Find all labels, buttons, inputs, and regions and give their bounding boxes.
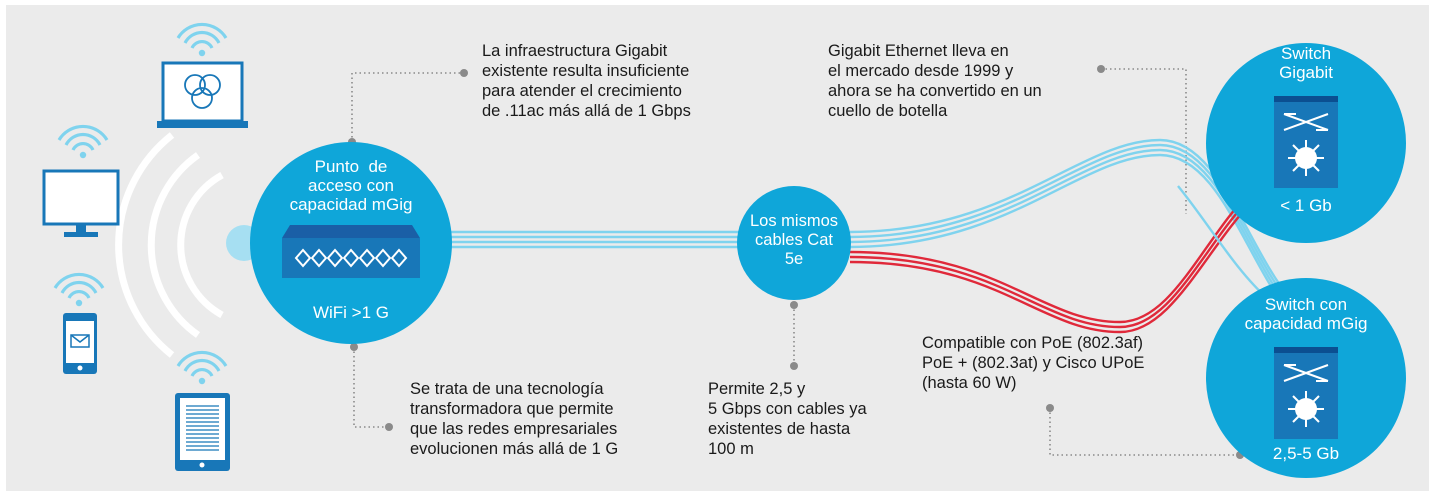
switch-mgig-speed: 2,5-5 Gb	[1272, 444, 1340, 463]
leader-lines	[351, 68, 1240, 456]
wireless-waves	[115, 132, 224, 358]
monitor-icon	[42, 169, 120, 237]
switch-mgig-title: Switch con capacidad mGig	[1244, 295, 1368, 333]
switch-icon	[1274, 96, 1338, 188]
wifi-icon	[57, 124, 109, 160]
callout-gigabit-history: Gigabit Ethernet lleva en el mercado des…	[828, 42, 1042, 120]
switch-gigabit-title: Switch Gigabit	[1279, 44, 1333, 82]
wifi-icon	[176, 350, 228, 386]
cat5e-cables	[440, 138, 1346, 347]
phone-icon	[63, 313, 97, 374]
callout-poe: Compatible con PoE (802.3af) PoE + (802.…	[922, 334, 1145, 392]
access-point-icon	[282, 225, 420, 278]
access-point-speed: WiFi >1 G	[312, 303, 390, 322]
wifi-icon	[53, 272, 105, 308]
wifi-icon	[176, 22, 228, 58]
tablet-device	[175, 350, 230, 471]
switch-icon	[1274, 347, 1338, 439]
cables-circle	[737, 186, 851, 300]
switch-gigabit-speed: < 1 Gb	[1280, 196, 1332, 215]
tablet-icon	[175, 393, 230, 471]
callout-transformative: Se trata de una tecnología transformador…	[410, 380, 619, 458]
callout-speeds: Permite 2,5 y 5 Gbps con cables ya exist…	[708, 380, 867, 458]
cables-label: Los mismos cables Cat 5e	[749, 212, 839, 268]
laptop-icon	[157, 61, 248, 128]
phone-device	[53, 272, 105, 374]
leader-dots	[348, 65, 1244, 459]
monitor-device	[42, 124, 120, 237]
access-point-title: Punto de acceso con capacidad mGig	[289, 157, 413, 214]
laptop-device	[157, 22, 248, 128]
callout-infra-insufficient: La infraestructura Gigabit existente res…	[482, 42, 691, 120]
